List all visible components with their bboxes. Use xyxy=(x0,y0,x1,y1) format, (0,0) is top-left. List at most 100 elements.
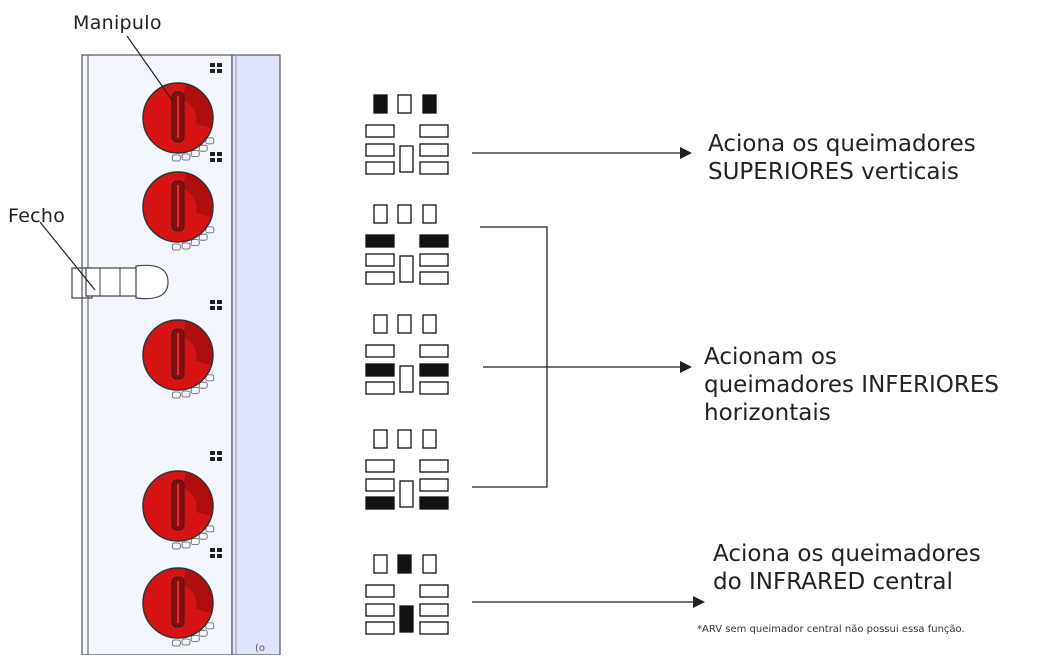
burner-side-left xyxy=(365,621,395,635)
arrowhead-inferiores xyxy=(680,361,692,373)
control-knob[interactable] xyxy=(142,300,222,399)
burner-side-left xyxy=(365,496,395,510)
dial-mark xyxy=(198,629,208,637)
burner-side-right xyxy=(419,161,449,175)
burner-top xyxy=(373,94,388,114)
dial-mark xyxy=(198,381,208,389)
manipulo-leader-line xyxy=(126,35,173,101)
bracket-line-inferiores xyxy=(472,226,548,488)
fecho-label: Fecho xyxy=(8,205,66,227)
control-knob[interactable] xyxy=(142,548,222,647)
burner-side-right xyxy=(419,363,449,377)
burner-symbol-cell xyxy=(210,158,215,162)
burner-side-left xyxy=(365,124,395,138)
burner-pattern-icon xyxy=(365,429,449,510)
desc-superiores-line-1: Aciona os queimadores xyxy=(708,131,976,157)
burner-top xyxy=(422,314,437,334)
fecho-leader-line xyxy=(39,221,96,291)
dial-mark xyxy=(205,226,215,234)
burner-side-left xyxy=(365,234,395,248)
dial-mark xyxy=(181,242,191,250)
burner-symbol-cell xyxy=(210,548,215,552)
dial-mark xyxy=(171,639,181,647)
burner-center xyxy=(399,145,414,173)
burner-symbol-icon xyxy=(210,548,222,558)
dial-mark xyxy=(171,243,181,251)
description-superiores: Aciona os queimadores SUPERIORES vertica… xyxy=(708,130,976,186)
knob-shading xyxy=(182,173,213,217)
connector-lines xyxy=(472,147,705,608)
desc-inferiores-line-1: Acionam os xyxy=(704,344,837,370)
panel-side-strip xyxy=(231,54,281,656)
dial-mark xyxy=(198,233,208,241)
burner-side-right xyxy=(419,271,449,285)
burner-top xyxy=(397,429,412,449)
burner-pattern-icon xyxy=(365,94,449,175)
burner-side-right xyxy=(419,143,449,157)
burner-side-right xyxy=(419,344,449,358)
burner-side-right xyxy=(419,496,449,510)
burner-side-left xyxy=(365,584,395,598)
burner-side-right xyxy=(419,478,449,492)
knobs-group xyxy=(142,63,222,647)
burner-symbol-icon xyxy=(210,300,222,310)
footnote: *ARV sem queimador central não possui es… xyxy=(697,624,965,635)
knob-shading xyxy=(182,569,213,613)
burner-center xyxy=(399,365,414,393)
burner-symbol-cell xyxy=(210,306,215,310)
latch-shaft xyxy=(85,267,139,297)
burner-symbol-cell xyxy=(210,63,215,67)
burner-patterns xyxy=(365,94,449,635)
burner-side-left xyxy=(365,381,395,395)
fecho-latch[interactable] xyxy=(71,264,169,300)
arrowhead-superiores xyxy=(680,147,692,159)
burner-symbol-cell xyxy=(210,554,215,558)
burner-symbol-cell xyxy=(217,548,222,552)
burner-top xyxy=(422,94,437,114)
burner-top xyxy=(397,554,412,574)
burner-side-left xyxy=(365,253,395,267)
burner-symbol-cell xyxy=(210,69,215,73)
burner-pattern-icon xyxy=(365,314,449,395)
burner-side-right xyxy=(419,603,449,617)
burner-top xyxy=(397,204,412,224)
burner-symbol-cell xyxy=(210,152,215,156)
burner-side-left xyxy=(365,161,395,175)
arrowhead-infrared xyxy=(693,596,705,608)
burner-top xyxy=(373,554,388,574)
dial-mark xyxy=(190,538,200,545)
dial-mark xyxy=(205,137,215,145)
dial-mark xyxy=(198,144,208,152)
burner-side-left xyxy=(365,344,395,358)
dial-mark xyxy=(171,391,181,399)
dial-mark xyxy=(190,635,200,642)
desc-inferiores-line-3: horizontais xyxy=(704,400,831,426)
desc-superiores-line-2: SUPERIORES verticais xyxy=(708,159,959,185)
manipulo-label: Manipulo xyxy=(73,12,162,34)
burner-top xyxy=(422,204,437,224)
burner-symbol-cell xyxy=(217,152,222,156)
burner-center xyxy=(399,480,414,508)
burner-side-right xyxy=(419,124,449,138)
burner-symbol-cell xyxy=(217,158,222,162)
burner-side-right xyxy=(419,459,449,473)
desc-infrared-line-1: Aciona os queimadores xyxy=(713,541,981,567)
burner-side-left xyxy=(365,603,395,617)
dial-mark xyxy=(181,153,191,161)
control-knob[interactable] xyxy=(142,451,222,550)
dial-mark xyxy=(190,239,200,247)
dial-mark xyxy=(171,154,181,162)
burner-side-right xyxy=(419,584,449,598)
burner-top xyxy=(422,429,437,449)
knob-shading xyxy=(182,84,213,128)
burner-symbol-icon xyxy=(210,152,222,162)
knob-shading xyxy=(182,321,213,365)
desc-infrared-line-2: do INFRARED central xyxy=(713,569,953,595)
burner-symbol-cell xyxy=(210,457,215,461)
burner-top xyxy=(422,554,437,574)
control-knob[interactable] xyxy=(142,63,222,162)
dial-mark xyxy=(181,390,191,398)
control-knob[interactable] xyxy=(142,152,222,251)
burner-symbol-cell xyxy=(210,451,215,455)
